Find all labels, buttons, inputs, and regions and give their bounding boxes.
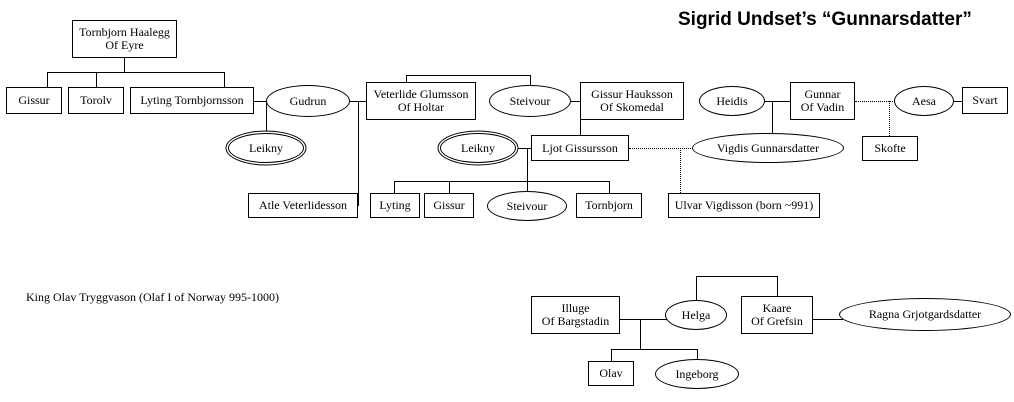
node-lyting_tornbjornsson[interactable]: Lyting Tornbjornsson [130,87,254,114]
gudrun-leikny1-drop [266,101,267,133]
olav-tryggvason-caption: King Olav Tryggvason (Olaf I of Norway 9… [26,290,279,304]
heidis-vigdis-drop [772,101,773,148]
node-gissur_2[interactable]: Gissur [424,193,474,218]
ljot-children-bus [394,181,609,182]
node-ljot_gissursson[interactable]: Ljot Gissursson [531,135,629,161]
node-svart[interactable]: Svart [962,87,1008,114]
node-torolv[interactable]: Torolv [68,87,124,114]
kaare-ragna-link [813,319,843,320]
node-steivour_1[interactable]: Steivour [489,85,571,117]
veterlide-sib-riser [406,75,407,83]
lyting-gudrun-link [254,101,268,102]
node-lyting_2[interactable]: Lyting [370,193,420,218]
node-vigdis_gunnarsdatter[interactable]: Vigdis Gunnarsdatter [692,133,844,163]
node-heidis[interactable]: Heidis [699,86,765,116]
steivourh-ljot-drop [580,101,581,148]
lyting1-riser [224,72,225,87]
node-veterlide_glumsson[interactable]: Veterlide Glumsson Of Holtar [366,82,476,120]
node-leikny_2[interactable]: Leikny [440,133,516,163]
heidis-gunnar-link [763,101,791,102]
node-ingeborg[interactable]: Ingeborg [655,359,739,389]
aesa-svart-link [952,101,963,102]
torolv-riser [96,72,97,87]
haalegg-children-bus [47,72,225,73]
node-tornbjorn_2[interactable]: Tornbjorn [576,193,642,218]
node-tornbjorn_haalegg[interactable]: Tornbjorn Haalegg Of Eyre [72,20,177,58]
node-leikny_1[interactable]: Leikny [228,133,304,163]
node-kaare_of_grefsin[interactable]: Kaare Of Grefsin [741,296,813,334]
veterlide-atle-link [358,205,359,206]
lyting2-riser [394,181,395,193]
node-aesa[interactable]: Aesa [894,86,954,116]
ingeborg-riser [697,349,698,360]
node-illuge_of_bargstadin[interactable]: Illuge Of Bargstadin [531,296,620,334]
node-olav[interactable]: Olav [588,361,634,386]
steivour2-riser [527,181,528,191]
helga-kaare-bus [696,276,777,277]
steivour1-gissurh-link [568,101,581,102]
node-gissur_1[interactable]: Gissur [6,87,62,114]
tornbjorn2-riser [609,181,610,193]
vigdis-ulvar-dotted [680,148,681,193]
illuge-helga-link [620,319,668,320]
veterlide-steivour-bus [406,75,530,76]
node-ulvar_vigdisson[interactable]: Ulvar Vigdisson (born ~991) [668,193,820,218]
diagram-title: Sigrid Undset’s “Gunnarsdatter” [678,9,972,30]
gissur2-riser [449,181,450,193]
node-atle_veterlidesson[interactable]: Atle Veterlidesson [248,193,358,218]
gissur1-riser [47,72,48,87]
node-helga[interactable]: Helga [665,300,727,330]
node-gunnar_of_vadin[interactable]: Gunnar Of Vadin [790,82,855,120]
gunnar-skofte-dotted [889,101,890,136]
node-ragna_grjotgardsdatter[interactable]: Ragna Grjotgardsdatter [839,298,1011,331]
leikny2-ljot-link [516,148,532,149]
node-skofte[interactable]: Skofte [862,136,918,161]
ljot-vigdis-dotted [629,148,695,149]
ljot-children-drop [527,148,528,181]
illuge-children-bus [611,349,697,350]
haalegg-stem-down [124,58,125,72]
olav-riser [611,349,612,361]
node-gudrun[interactable]: Gudrun [266,85,350,117]
veterlide-child-drop [358,101,359,205]
kaare-sib-riser [777,276,778,296]
illuge-children-drop [640,319,641,349]
node-steivour_2[interactable]: Steivour [487,191,567,221]
helga-sib-riser [696,276,697,301]
gunnar-aesa-dotted [855,101,897,102]
node-gissur_hauksson[interactable]: Gissur Hauksson Of Skomedal [580,82,684,120]
steivour1-sib-riser [530,75,531,86]
